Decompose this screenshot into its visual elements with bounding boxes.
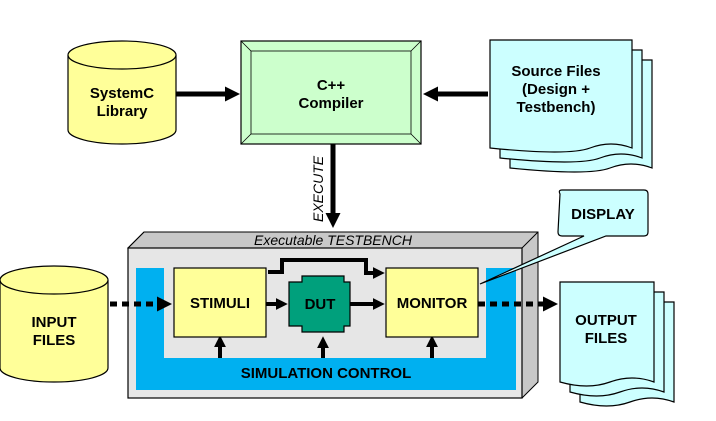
dut-block: DUT	[288, 275, 351, 333]
compiler-box: C++ Compiler	[240, 40, 422, 145]
source-files-label-1: Source Files	[511, 63, 600, 80]
input-files-label-2: FILES	[33, 332, 76, 349]
source-files-label-2: (Design +	[522, 81, 590, 98]
monitor-label: MONITOR	[397, 295, 468, 312]
input-files-cylinder: INPUT FILES	[0, 265, 109, 383]
output-files-label-1: OUTPUT	[575, 312, 637, 329]
simulation-control-label: SIMULATION CONTROL	[241, 365, 412, 382]
testbench-title: Executable TESTBENCH	[254, 232, 413, 248]
compiler-label-1: C++	[317, 77, 346, 94]
dut-label: DUT	[305, 296, 336, 313]
stimuli-label: STIMULI	[190, 295, 250, 312]
output-files-documents: OUTPUT FILES	[559, 281, 675, 407]
input-files-label-1: INPUT	[32, 314, 77, 331]
simulation-control-band	[136, 268, 516, 390]
systemc-library-label-2: Library	[97, 103, 149, 120]
display-callout: DISPLAY	[479, 189, 649, 285]
stimuli-to-monitor-bypass-arrow	[268, 258, 385, 279]
systemc-library-cylinder: SystemC Library	[67, 40, 177, 145]
execute-label: EXECUTE	[310, 155, 326, 222]
systemc-library-label-1: SystemC	[90, 85, 154, 102]
output-files-label-2: FILES	[585, 330, 628, 347]
stimuli-block: STIMULI	[173, 267, 267, 338]
compiler-label-2: Compiler	[298, 95, 363, 112]
source-files-documents: Source Files (Design + Testbench)	[489, 39, 653, 173]
display-label: DISPLAY	[571, 206, 635, 223]
source-files-label-3: Testbench)	[517, 99, 596, 116]
monitor-block: MONITOR	[385, 267, 479, 338]
